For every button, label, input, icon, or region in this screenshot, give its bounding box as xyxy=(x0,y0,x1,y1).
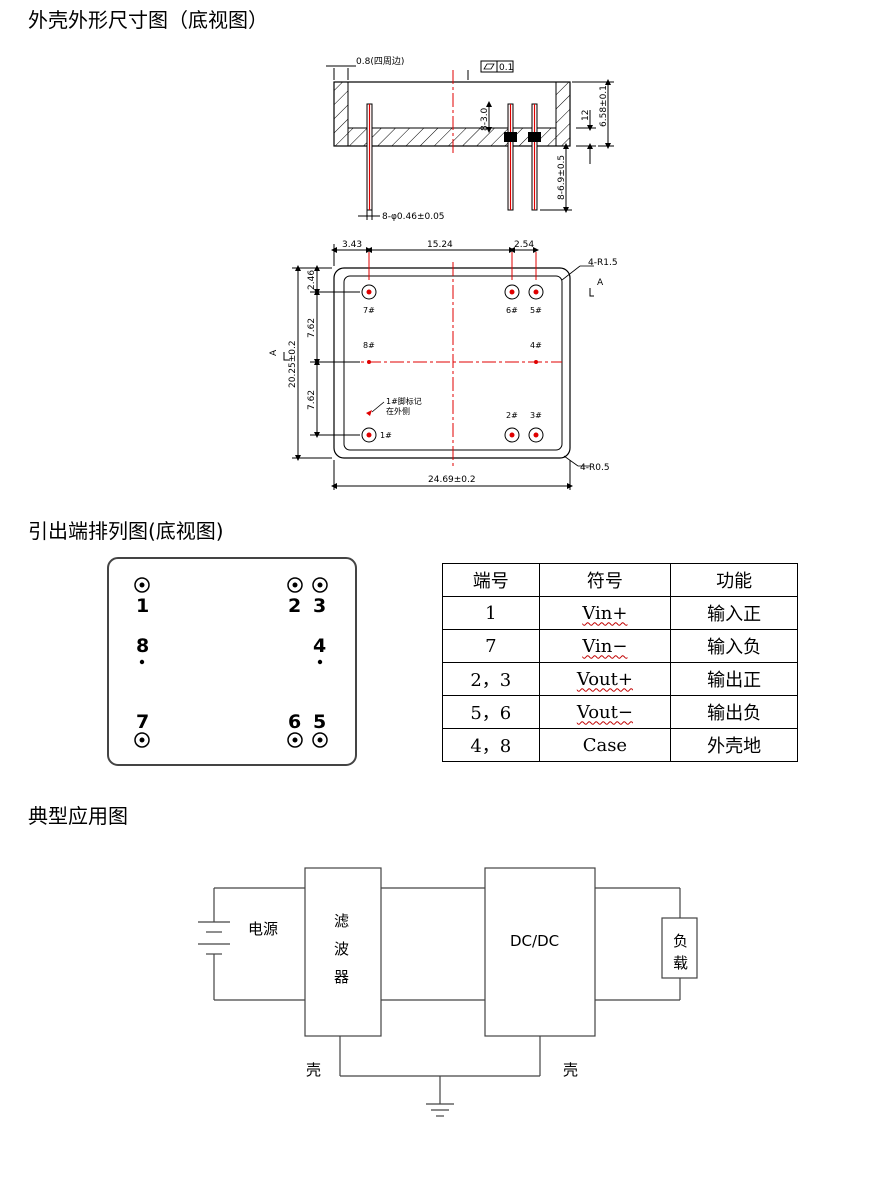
pin-length-dim: 8-6.9±0.5 xyxy=(557,155,567,200)
symbol-text: Vin+ xyxy=(582,602,628,624)
table-row: 4，8 Case 外壳地 xyxy=(442,728,798,762)
table-row: 1 Vin+ 输入正 xyxy=(442,596,798,630)
bottom-view-pins xyxy=(361,284,544,443)
outline-section-title: 外壳外形尺寸图（底视图） xyxy=(28,8,268,32)
table-cell: 输入负 xyxy=(670,629,798,663)
pin-number: 3 xyxy=(313,595,326,617)
power-source-label: 电源 xyxy=(248,920,278,938)
height-dim: 20.25±0.2 xyxy=(288,340,298,388)
dim-v1: 2.46 xyxy=(307,270,317,290)
table-header: 端号 xyxy=(442,563,540,597)
shell-label: 壳 xyxy=(563,1061,578,1079)
table-cell: Vout+ xyxy=(538,662,672,696)
pin-label: 7# xyxy=(363,306,375,315)
table-header-row: 端号 符号 功能 xyxy=(442,563,798,597)
section-mark-a: A xyxy=(597,278,604,288)
width-dim: 24.69±0.2 xyxy=(428,475,476,485)
filter-label: 滤 xyxy=(334,912,349,930)
pin-label: 8# xyxy=(363,341,375,350)
table-cell: Vin− xyxy=(538,629,672,663)
table-row: 7 Vin− 输入负 xyxy=(442,629,798,663)
pin-label: 4# xyxy=(530,341,542,350)
load-label: 负 xyxy=(673,932,688,950)
symbol-text: Vout− xyxy=(576,701,633,723)
pin-layout-pins xyxy=(134,577,328,748)
table-cell: Vout− xyxy=(538,695,672,729)
flatness-value: 0.1 xyxy=(499,63,513,73)
filter-label: 器 xyxy=(334,968,349,986)
side-view-pins xyxy=(366,103,541,211)
dim-right: 2.54 xyxy=(514,240,534,250)
side-view: 0.8(四周边) 0.1 8-3.0 12 6.58±0.1 8-6.9±0.5… xyxy=(326,56,614,222)
outline-drawing: 0.8(四周边) 0.1 8-3.0 12 6.58±0.1 8-6.9±0.5… xyxy=(269,56,618,490)
pin-number: 5 xyxy=(313,711,326,733)
table-cell: Vin+ xyxy=(538,596,672,630)
load-label: 载 xyxy=(673,954,688,972)
table-header: 功能 xyxy=(670,563,798,597)
corner-radius-outer: 4-R1.5 xyxy=(588,258,618,268)
bottom-view: 7# 6# 5# 8# 4# 2# 3# 1# 1#脚标记 在外侧 3.43 1… xyxy=(269,240,618,490)
symbol-text: Vout+ xyxy=(576,668,633,690)
pin1-note: 1#脚标记 xyxy=(386,396,422,406)
table-header: 符号 xyxy=(538,563,672,597)
table-cell: Case xyxy=(538,728,672,762)
pin-number: 4 xyxy=(313,635,326,657)
table-row: 2，3 Vout+ 输出正 xyxy=(442,662,798,696)
corner-radius-inner: 4-R0.5 xyxy=(580,463,610,473)
pin-number: 1 xyxy=(136,595,149,617)
table-cell: 7 xyxy=(442,629,540,663)
table-cell: 输入正 xyxy=(670,596,798,630)
pin-standoff-dim: 8-3.0 xyxy=(480,107,490,131)
base-thickness-dim: 12 xyxy=(581,110,591,121)
dim-left: 3.43 xyxy=(342,240,362,250)
dim-v3: 7.62 xyxy=(307,390,317,410)
pin-number: 2 xyxy=(288,595,301,617)
shell-label: 壳 xyxy=(306,1061,321,1079)
table-cell: 2，3 xyxy=(442,662,540,696)
pin-diameter-dim: 8-φ0.46±0.05 xyxy=(382,212,445,222)
pin-label: 3# xyxy=(530,411,542,420)
table-cell: 外壳地 xyxy=(670,728,798,762)
table-cell: 输出正 xyxy=(670,662,798,696)
pinout-section-title: 引出端排列图(底视图) xyxy=(28,519,224,543)
table-cell: 5，6 xyxy=(442,695,540,729)
section-mark-a: A xyxy=(269,349,279,356)
housing-height-dim: 6.58±0.1 xyxy=(599,85,609,127)
pin-label: 6# xyxy=(506,306,518,315)
pin-label: 5# xyxy=(530,306,542,315)
pin-label: 2# xyxy=(506,411,518,420)
wall-thickness-note: 0.8(四周边) xyxy=(356,56,404,67)
dcdc-label: DC/DC xyxy=(510,932,559,950)
pin-number: 7 xyxy=(136,711,149,733)
table-cell: 4，8 xyxy=(442,728,540,762)
table-cell: 1 xyxy=(442,596,540,630)
application-section-title: 典型应用图 xyxy=(28,804,128,828)
symbol-text: Vin− xyxy=(582,635,628,657)
pin-label: 1# xyxy=(380,431,392,440)
dim-pitch: 15.24 xyxy=(427,240,453,250)
pin1-note: 在外侧 xyxy=(386,406,410,416)
dim-v2: 7.62 xyxy=(307,318,317,338)
filter-label: 波 xyxy=(334,940,349,958)
pin-number: 6 xyxy=(288,711,301,733)
pin-number: 8 xyxy=(136,635,149,657)
pin-function-table: 端号 符号 功能 1 Vin+ 输入正 7 Vin− 输入负 2，3 Vout+… xyxy=(442,563,798,762)
table-row: 5，6 Vout− 输出负 xyxy=(442,695,798,729)
table-cell: 输出负 xyxy=(670,695,798,729)
